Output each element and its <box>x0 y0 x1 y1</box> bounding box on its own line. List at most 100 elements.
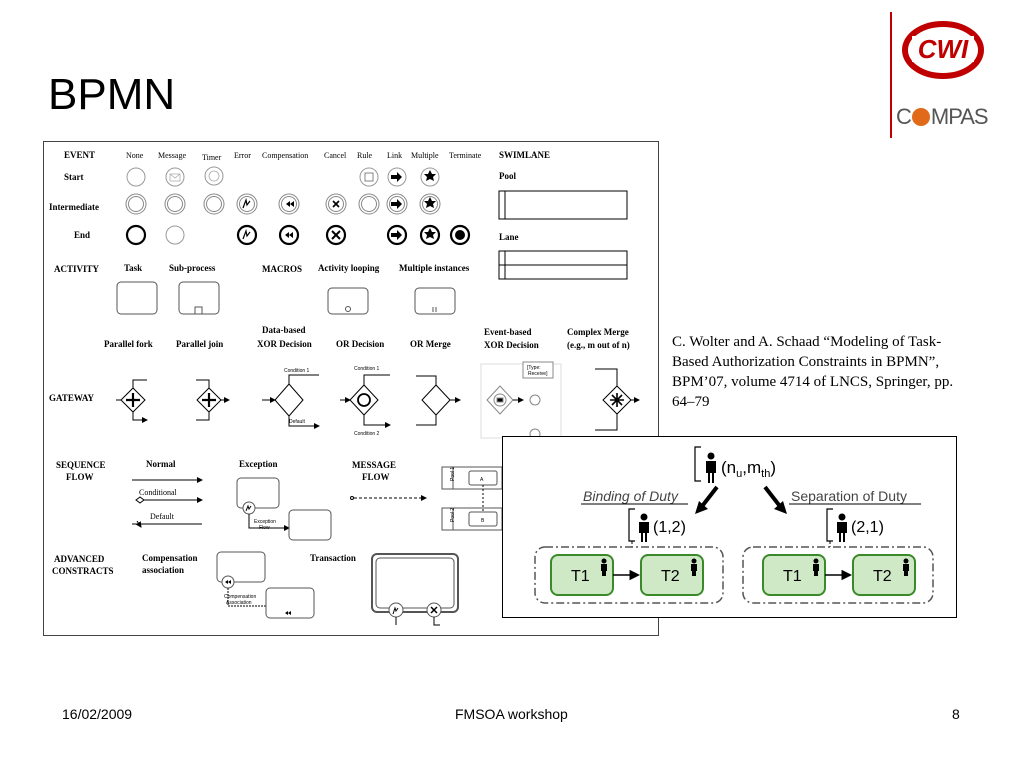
exception-flow-1: Exception <box>254 519 276 525</box>
separation-arrow <box>763 485 781 507</box>
duty-constraints-inset: (nu,mth) Binding of Duty Separation of D… <box>502 436 957 618</box>
compas-logo-dot <box>911 108 930 126</box>
logo-divider <box>890 12 892 138</box>
inset-svg: (nu,mth) Binding of Duty Separation of D… <box>534 446 934 604</box>
xor-cond1: Condition 1 <box>284 368 310 374</box>
pool-1-label: Pool 1 <box>450 467 456 481</box>
cwi-logo: CWI <box>902 21 984 79</box>
compas-logo-right: MPAS <box>930 104 989 129</box>
seq-default: Default <box>150 512 175 521</box>
separation-group <box>742 546 934 604</box>
gateway-parallel-join: Parallel join <box>176 339 223 349</box>
task-t2-binding: T2 <box>640 554 704 596</box>
seq-exception: Exception <box>239 459 278 469</box>
start-events <box>126 166 440 187</box>
task-shape <box>116 281 158 315</box>
svg-text:T1: T1 <box>783 568 802 585</box>
event-row-start: Start <box>64 172 84 182</box>
looping-shape <box>327 287 369 315</box>
pool-shape <box>498 190 628 220</box>
separation-value: (2,1) <box>851 519 884 536</box>
msg-header-2: FLOW <box>362 472 390 482</box>
message-flow-pools <box>441 466 503 531</box>
event-col-cancel: Cancel <box>324 151 347 160</box>
compas-logo: C MPAS <box>896 104 989 130</box>
comp-target-task <box>265 587 315 619</box>
event-col-error: Error <box>234 151 251 160</box>
gateway-header: GATEWAY <box>49 393 95 403</box>
exception-flow-2: Flow <box>259 525 270 531</box>
or-cond2: Condition 2 <box>354 431 380 437</box>
separation-person-icon <box>837 513 847 542</box>
comp-assoc-2: Association <box>226 600 252 606</box>
adv-header-1: ADVANCED <box>54 554 105 564</box>
lane-label: Lane <box>499 232 519 242</box>
event-col-terminate: Terminate <box>449 151 482 160</box>
comp-assoc-1: Compensation <box>224 594 256 600</box>
bpmn-figure-svg: EVENT None Message Timer Error Compensat… <box>49 150 640 626</box>
event-col-link: Link <box>387 151 402 160</box>
event-col-multiple: Multiple <box>411 151 439 160</box>
separation-of-duty-label: Separation of Duty <box>791 488 907 504</box>
cwi-logo-text: CWI <box>918 34 969 64</box>
or-decision-gateway <box>340 374 390 425</box>
svg-text:T2: T2 <box>873 568 892 585</box>
seq-normal: Normal <box>146 459 176 469</box>
top-bracket <box>694 446 701 482</box>
pool-task-a: A <box>480 477 484 483</box>
event-col-rule: Rule <box>357 151 373 160</box>
pool-label: Pool <box>499 171 516 181</box>
binding-arrow <box>701 485 719 507</box>
gateway-complex-merge: Complex Merge <box>567 327 629 337</box>
event-receive: Receive] <box>528 371 548 377</box>
event-col-message: Message <box>158 151 186 160</box>
event-col-none: None <box>126 151 144 160</box>
pool-task-b: B <box>481 518 485 524</box>
xor-default: Default <box>289 419 305 425</box>
activity-looping: Activity looping <box>318 263 380 273</box>
seq-header-1: SEQUENCE <box>56 460 106 470</box>
gateway-or-merge: OR Merge <box>410 339 451 349</box>
parallel-fork-gateway <box>116 379 147 420</box>
exception-target <box>288 509 332 541</box>
exception-task <box>236 477 280 509</box>
transaction-shape <box>371 553 459 613</box>
gateway-databased: Data-based <box>262 325 306 335</box>
multiple-shape <box>414 287 456 315</box>
parallel-join-gateway <box>196 379 230 421</box>
svg-text:T2: T2 <box>661 568 680 585</box>
activity-task: Task <box>124 263 142 273</box>
event-header: EVENT <box>64 150 95 160</box>
footer-center: FMSOA workshop <box>455 706 568 722</box>
activity-subprocess: Sub-process <box>169 263 216 273</box>
slide-title: BPMN <box>48 70 176 119</box>
event-col-timer: Timer <box>202 153 222 162</box>
gateway-xor: XOR Decision <box>257 339 312 349</box>
or-merge-gateway <box>416 375 461 426</box>
event-col-compensation: Compensation <box>262 151 308 160</box>
gateway-eventbased: Event-based <box>484 327 532 337</box>
gateway-complex-mn: (e.g., m out of n) <box>567 340 630 350</box>
adv-compensation: Compensation <box>142 553 198 563</box>
seq-conditional: Conditional <box>139 488 178 497</box>
gateway-parallel-fork: Parallel fork <box>104 339 153 349</box>
top-label: (nu,mth) <box>721 458 776 480</box>
task-t2-separation: T2 <box>852 554 916 596</box>
binding-person-icon <box>639 513 649 542</box>
gateway-event-xor: XOR Decision <box>484 340 539 350</box>
bpmn-notation-figure: EVENT None Message Timer Error Compensat… <box>43 141 659 636</box>
binding-group <box>534 546 724 604</box>
binding-value: (1,2) <box>653 519 686 536</box>
event-type: [Type: <box>527 365 541 371</box>
activity-multiple: Multiple instances <box>399 263 470 273</box>
task-t1-binding: T1 <box>550 554 614 596</box>
svg-text:T1: T1 <box>571 568 590 585</box>
or-cond1: Condition 1 <box>354 366 380 372</box>
comp-source-task <box>216 551 266 583</box>
complex-merge-gateway <box>595 368 640 431</box>
activity-header: ACTIVITY <box>54 264 100 274</box>
adv-association: association <box>142 565 184 575</box>
compas-logo-left: C <box>896 104 912 129</box>
binding-of-duty-label: Binding of Duty <box>583 488 679 504</box>
task-t1-separation: T1 <box>762 554 826 596</box>
